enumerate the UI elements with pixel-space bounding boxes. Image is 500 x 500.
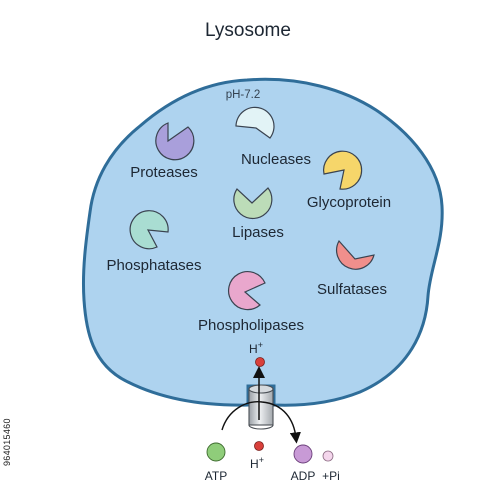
- atp-dot: [206, 442, 226, 462]
- enzyme-proteases: Proteases: [130, 122, 198, 181]
- enzyme-glycoprotein: Glycoprotein: [307, 150, 391, 211]
- proton-inside-label: H+: [249, 340, 263, 356]
- proteases-label: Proteases: [130, 164, 198, 181]
- phospholipases-icon: [228, 271, 266, 311]
- lipases-label: Lipases: [232, 224, 284, 241]
- enzyme-lipases: Lipases: [232, 187, 284, 241]
- proton-pump: [248, 384, 274, 430]
- proton-outside-label: H+: [250, 455, 264, 471]
- pi-dot: [322, 450, 334, 462]
- pump-channel-top: [248, 384, 274, 394]
- pump-channel: [248, 388, 274, 426]
- adp-dot: [293, 444, 313, 464]
- proton-inside-dot: [255, 357, 265, 367]
- nucleases-label: Nucleases: [241, 151, 311, 168]
- enzyme-nucleases: Nucleases: [235, 106, 311, 168]
- adp-label: ADP: [291, 469, 316, 483]
- glycoprotein-icon: [323, 150, 363, 190]
- phosphatases-label: Phosphatases: [106, 257, 201, 274]
- pi-label: +Pi: [322, 469, 340, 483]
- lipases-icon: [233, 187, 273, 220]
- sulfatases-label: Sulfatases: [317, 281, 387, 298]
- enzyme-phospholipases: Phospholipases: [198, 271, 304, 334]
- atp-label: ATP: [205, 469, 227, 483]
- sulfatases-icon: [336, 239, 375, 270]
- proton-outside-dot: [254, 441, 264, 451]
- stock-image-id: 964015460: [2, 418, 12, 466]
- phosphatases-icon: [129, 210, 169, 250]
- ph-label: pH-7.2: [226, 89, 261, 101]
- enzyme-phosphatases: Phosphatases: [106, 210, 202, 274]
- phospholipases-label: Phospholipases: [198, 317, 304, 334]
- nucleases-icon: [235, 106, 275, 139]
- atp-hydrolysis-arrow: [221, 401, 301, 444]
- proteases-icon: [155, 122, 195, 161]
- enzyme-sulfatases: Sulfatases: [317, 239, 387, 298]
- glycoprotein-label: Glycoprotein: [307, 194, 391, 211]
- diagram-title: Lysosome: [205, 20, 291, 41]
